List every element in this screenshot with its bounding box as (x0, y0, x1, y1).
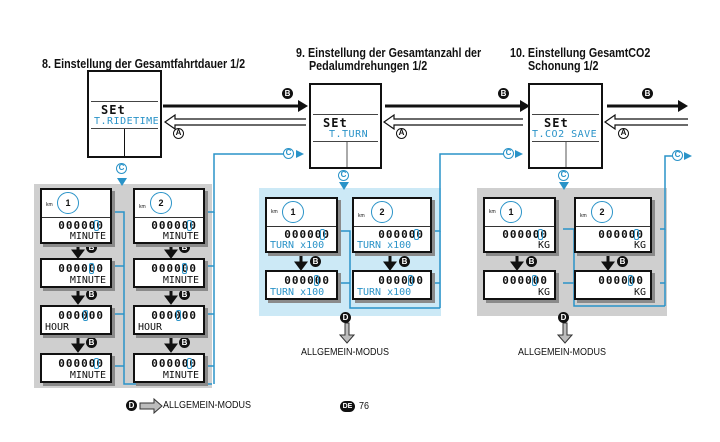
blink-cursor (182, 263, 187, 274)
arrow-a-10-to-9 (382, 113, 523, 131)
screen-bike2-minute-2: 000000 MINUTE (133, 258, 205, 288)
blink-cursor (414, 229, 419, 240)
bike1-icon: 1 (57, 192, 79, 214)
bike1-icon: 1 (282, 201, 304, 223)
button-d-marker: D (340, 312, 351, 323)
blink-cursor (94, 358, 99, 369)
section-9-title-line2: Pedalumdrehungen 1/2 (309, 59, 428, 73)
bike2-icon: 2 (150, 192, 172, 214)
section-9-title-line1: 9. Einstellung der Gesamtanzahl der (296, 46, 482, 60)
button-b-marker: B (526, 256, 537, 267)
blink-cursor (187, 358, 192, 369)
blink-cursor (89, 263, 94, 274)
button-a-marker: A (618, 128, 629, 139)
screen-bike2-hour: 000000 HOUR (133, 305, 205, 335)
arrow-b-8-to-9 (163, 100, 308, 112)
set-label: SEt (544, 116, 569, 130)
button-b-marker: B (86, 337, 97, 348)
screen-bike1-co2-2: 000000 KG (483, 270, 556, 300)
screen-bike1-minute: km 1 000000 MINUTE (40, 188, 112, 244)
button-c-marker: C (503, 148, 514, 159)
set-label: SEt (101, 103, 126, 117)
button-b-marker: B (179, 242, 190, 253)
blink-cursor (320, 229, 325, 240)
section-8-display: SEt T.RIDETIME (87, 70, 162, 158)
blink-cursor (94, 220, 99, 231)
blink-cursor (83, 310, 88, 321)
language-badge: DE (340, 401, 355, 412)
screen-bike2-co2-2: 000000 KG (574, 270, 652, 300)
arrow-a-next-to-10 (603, 113, 688, 131)
blink-cursor (408, 275, 413, 286)
button-b-marker: B (179, 289, 190, 300)
screen-bike1-turn-2: 000000 TURN x100 (265, 270, 338, 300)
section-8-title: 8. Einstellung der Gesamtfahrtdauer 1/2 (42, 57, 246, 71)
blink-cursor (187, 220, 192, 231)
set-label: SEt (323, 116, 348, 130)
button-c-marker: C (116, 163, 127, 174)
arrow-a-9-to-8 (163, 113, 306, 131)
button-c-marker: C (283, 148, 294, 159)
bike2-icon: 2 (371, 201, 393, 223)
screen-bike1-co2: km 1 000000 KG (483, 197, 556, 253)
legend-d-marker: D (126, 400, 137, 411)
screen-bike1-minute-3: 000000 MINUTE (40, 353, 112, 383)
button-b-marker: B (179, 337, 190, 348)
button-a-marker: A (396, 128, 407, 139)
button-a-marker: A (173, 128, 184, 139)
screen-bike2-turn: km 2 000000 TURN x100 (352, 197, 432, 253)
button-b-marker: B (642, 88, 653, 99)
button-b-marker: B (310, 256, 321, 267)
button-d-marker: D (558, 312, 569, 323)
screen-bike2-minute: km 2 000000 MINUTE (133, 188, 205, 244)
bike1-icon: 1 (500, 201, 522, 223)
section-10-display: SEt T.CO2 SAVE (528, 83, 603, 169)
section-10-title-line1: 10. Einstellung GesamtCO2 (510, 46, 651, 60)
button-c-marker: C (338, 170, 349, 181)
blink-cursor (538, 229, 543, 240)
bike2-icon: 2 (591, 201, 613, 223)
screen-bike2-turn-2: 000000 TURN x100 (352, 270, 432, 300)
blink-cursor (532, 275, 537, 286)
button-b-marker: B (399, 256, 410, 267)
section-10-title-line2: Schonung 1/2 (528, 59, 599, 73)
blink-cursor (634, 229, 639, 240)
section-9-exit-label: ALLGEMEIN-MODUS (301, 347, 390, 358)
screen-bike1-turn: km 1 000000 TURN x100 (265, 197, 338, 253)
screen-bike2-minute-3: 000000 MINUTE (133, 353, 205, 383)
screen-bike2-co2: km 2 000000 KG (574, 197, 652, 253)
button-c-marker: C (558, 170, 569, 181)
button-b-marker: B (617, 256, 628, 267)
section-9-display: SEt T.TURN (309, 83, 382, 169)
blink-cursor (314, 275, 319, 286)
section-10-exit-label: ALLGEMEIN-MODUS (518, 347, 607, 358)
screen-bike1-hour: 000000 HOUR (40, 305, 112, 335)
blink-cursor (176, 310, 181, 321)
mode-code: T.RIDETIME (94, 116, 160, 127)
mode-code: T.CO2 SAVE (532, 129, 598, 140)
blink-cursor (628, 275, 633, 286)
button-b-marker: B (86, 289, 97, 300)
screen-bike1-minute-2: 000000 MINUTE (40, 258, 112, 288)
legend-text: ALLGEMEIN-MODUS (163, 400, 252, 411)
button-c-marker: C (672, 150, 683, 161)
arrow-b-10-next (607, 100, 688, 112)
button-b-marker: B (498, 88, 509, 99)
arrow-b-9-to-10 (385, 100, 530, 112)
button-b-marker: B (282, 88, 293, 99)
mode-code: T.TURN (329, 129, 369, 140)
page-number: 76 (359, 401, 370, 412)
button-b-marker: B (86, 242, 97, 253)
